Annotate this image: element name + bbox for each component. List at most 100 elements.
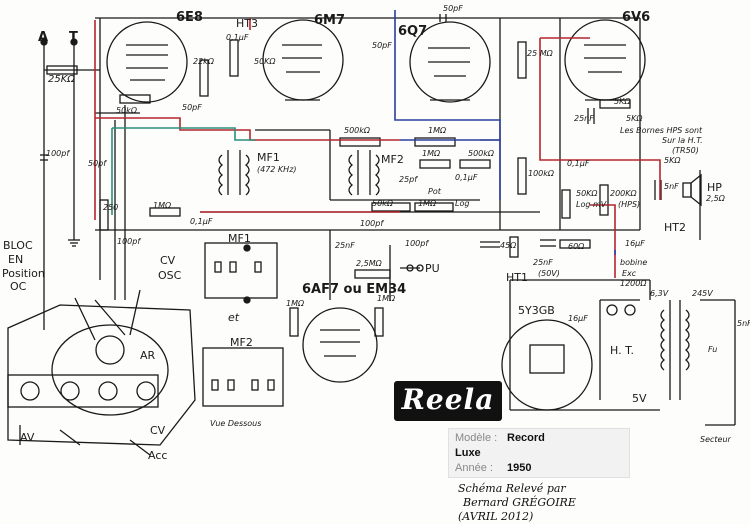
hp-label: HP — [707, 181, 722, 194]
r1m-b-label: 1MΩ — [422, 149, 441, 158]
brand-logo: Reela — [394, 381, 502, 421]
acc-label: Acc — [148, 449, 168, 462]
hp-ohm-label: 2,5Ω — [706, 194, 725, 203]
c100pf-b-label: 100pf — [117, 237, 141, 246]
ht-label: H. T. — [610, 344, 634, 357]
r25m-label: 25 MΩ — [527, 49, 553, 58]
bobine-1: bobine — [620, 258, 648, 267]
r45-label: 45Ω — [500, 241, 517, 250]
r1m-f-label: 1MΩ — [377, 294, 396, 303]
c01uf-label: 0,1µF — [455, 173, 478, 182]
bloc-line-4: OC — [10, 280, 27, 293]
c50pf-6q7-label: 50pF — [443, 4, 463, 13]
tube-6v6-label: 6V6 — [622, 10, 651, 25]
credit-line-3: (AVRIL 2012) — [458, 510, 534, 523]
r1m-a-label: 1MΩ — [428, 126, 447, 135]
model-value-2: Luxe — [455, 447, 481, 459]
r1m-e-label: 1MΩ — [286, 299, 305, 308]
bloc-line-3: Position — [2, 267, 45, 280]
r5k-b-label: 5KΩ — [664, 156, 681, 165]
r1m-d-label: 1MΩ — [153, 201, 172, 210]
c50pf-osc-label: 50pF — [182, 103, 202, 112]
model-key: Modèle : — [455, 432, 498, 444]
r200k-label: 200KΩ — [610, 189, 637, 198]
hps-note-2: Sur la H.T. — [662, 136, 703, 145]
brand-logo-text: Reela — [401, 383, 495, 416]
hps-note-3: (TR50) — [672, 146, 699, 155]
tube-6m7-label: 6M7 — [314, 13, 346, 28]
hps-note-1: Les Bornes HPS sont — [620, 126, 703, 135]
c16uf-b-label: 16µF — [568, 314, 588, 323]
tube-5y3gb-label: 5Y3GB — [518, 304, 555, 317]
c5v-label: 5V — [632, 392, 647, 405]
c100pf-label: 100pf — [46, 149, 70, 158]
r250-label: 250 — [103, 203, 119, 212]
pu-label: PU — [425, 262, 440, 275]
c01uf-b-label: 0,1µF — [567, 159, 590, 168]
c01nf-label: 0,1µF — [226, 33, 249, 42]
c100pf-d-label: 100pf — [405, 239, 429, 248]
mf2-small-label: MF2 — [230, 336, 253, 349]
r5k-label: 5KΩ — [626, 114, 643, 123]
c25pf-label: 25pf — [399, 175, 418, 184]
r100k-label: 100kΩ — [528, 169, 555, 178]
c50pf-left-label: 50pf — [88, 159, 107, 168]
ht3-label: HT3 — [236, 17, 258, 30]
c01uf-c-label: 0,1µF — [190, 217, 213, 226]
mf1-freq-label: (472 KHz) — [257, 165, 297, 174]
av-label: AV — [20, 431, 35, 444]
r25k-label: 25KΩ — [48, 74, 75, 85]
r50k-pot-label: 50kΩ — [372, 199, 393, 208]
mf1-small-label: MF1 — [228, 232, 251, 245]
credit-line-1: Schéma Relevé par — [458, 482, 566, 495]
ht1-label: HT1 — [506, 271, 528, 284]
c25nf-top-label: 25nF — [574, 114, 594, 123]
r25m-b-label: 2,5MΩ — [356, 259, 382, 268]
c100pf-c-label: 100pf — [360, 219, 384, 228]
r60-label: 60Ω — [568, 242, 585, 251]
model-info-box: Modèle : Record Luxe Année : 1950 — [448, 428, 630, 478]
ht2-label: HT2 — [664, 221, 686, 234]
r1m-c-label: 1MΩ — [418, 199, 437, 208]
tube-6af7-label: 6AF7 ou EM34 — [302, 282, 407, 297]
vue-dessous-label: Vue Dessous — [210, 419, 262, 428]
osc-label: OSC — [158, 269, 182, 282]
fu-label: Fu — [708, 345, 718, 354]
pot-label: Pot — [428, 187, 441, 196]
bobine-2: Exc — [622, 269, 637, 278]
log-mv-label: Log mV — [576, 200, 607, 209]
v50-label: (50V) — [538, 269, 560, 278]
c50pf-6m7-label: 50pF — [372, 41, 392, 50]
c16uf-label: 16µF — [625, 239, 645, 248]
ground-label: T — [69, 30, 78, 45]
year-value: 1950 — [507, 462, 532, 474]
r50k-osc-label: 50kΩ — [116, 106, 137, 115]
year-key: Année : — [455, 462, 493, 474]
hps-label: (HPS) — [618, 200, 641, 209]
bloc-line-1: BLOC — [3, 239, 33, 252]
mf2-label: MF2 — [381, 153, 404, 166]
secteur-label: Secteur — [700, 435, 731, 444]
c25nf-50v-label: 25nF — [533, 258, 553, 267]
r22k-label: 22kΩ — [193, 57, 214, 66]
mf1-label: MF1 — [257, 151, 280, 164]
c630v-label: 6,3V — [650, 289, 669, 298]
log-label: Log — [455, 199, 470, 208]
model-value: Record — [507, 432, 545, 444]
c245v-label: 245V — [692, 289, 713, 298]
cv-label: CV — [160, 254, 176, 267]
tube-6q7-label: 6Q7 — [398, 24, 428, 39]
r500k-b-label: 500kΩ — [468, 149, 495, 158]
antenna-label: A — [38, 30, 49, 45]
r500k-label: 500kΩ — [344, 126, 371, 135]
c25nf-b-label: 25nF — [335, 241, 355, 250]
et-label: et — [228, 311, 240, 324]
r50k-log-label: 50KΩ — [576, 189, 598, 198]
r50k-6m7-label: 50KΩ — [254, 57, 276, 66]
r5k-top-label: 5KΩ — [614, 97, 631, 106]
c5nf-label: 5nF — [664, 182, 679, 191]
c5nf-b-label: 5nF — [737, 319, 750, 328]
bloc-line-2: EN — [8, 253, 24, 266]
